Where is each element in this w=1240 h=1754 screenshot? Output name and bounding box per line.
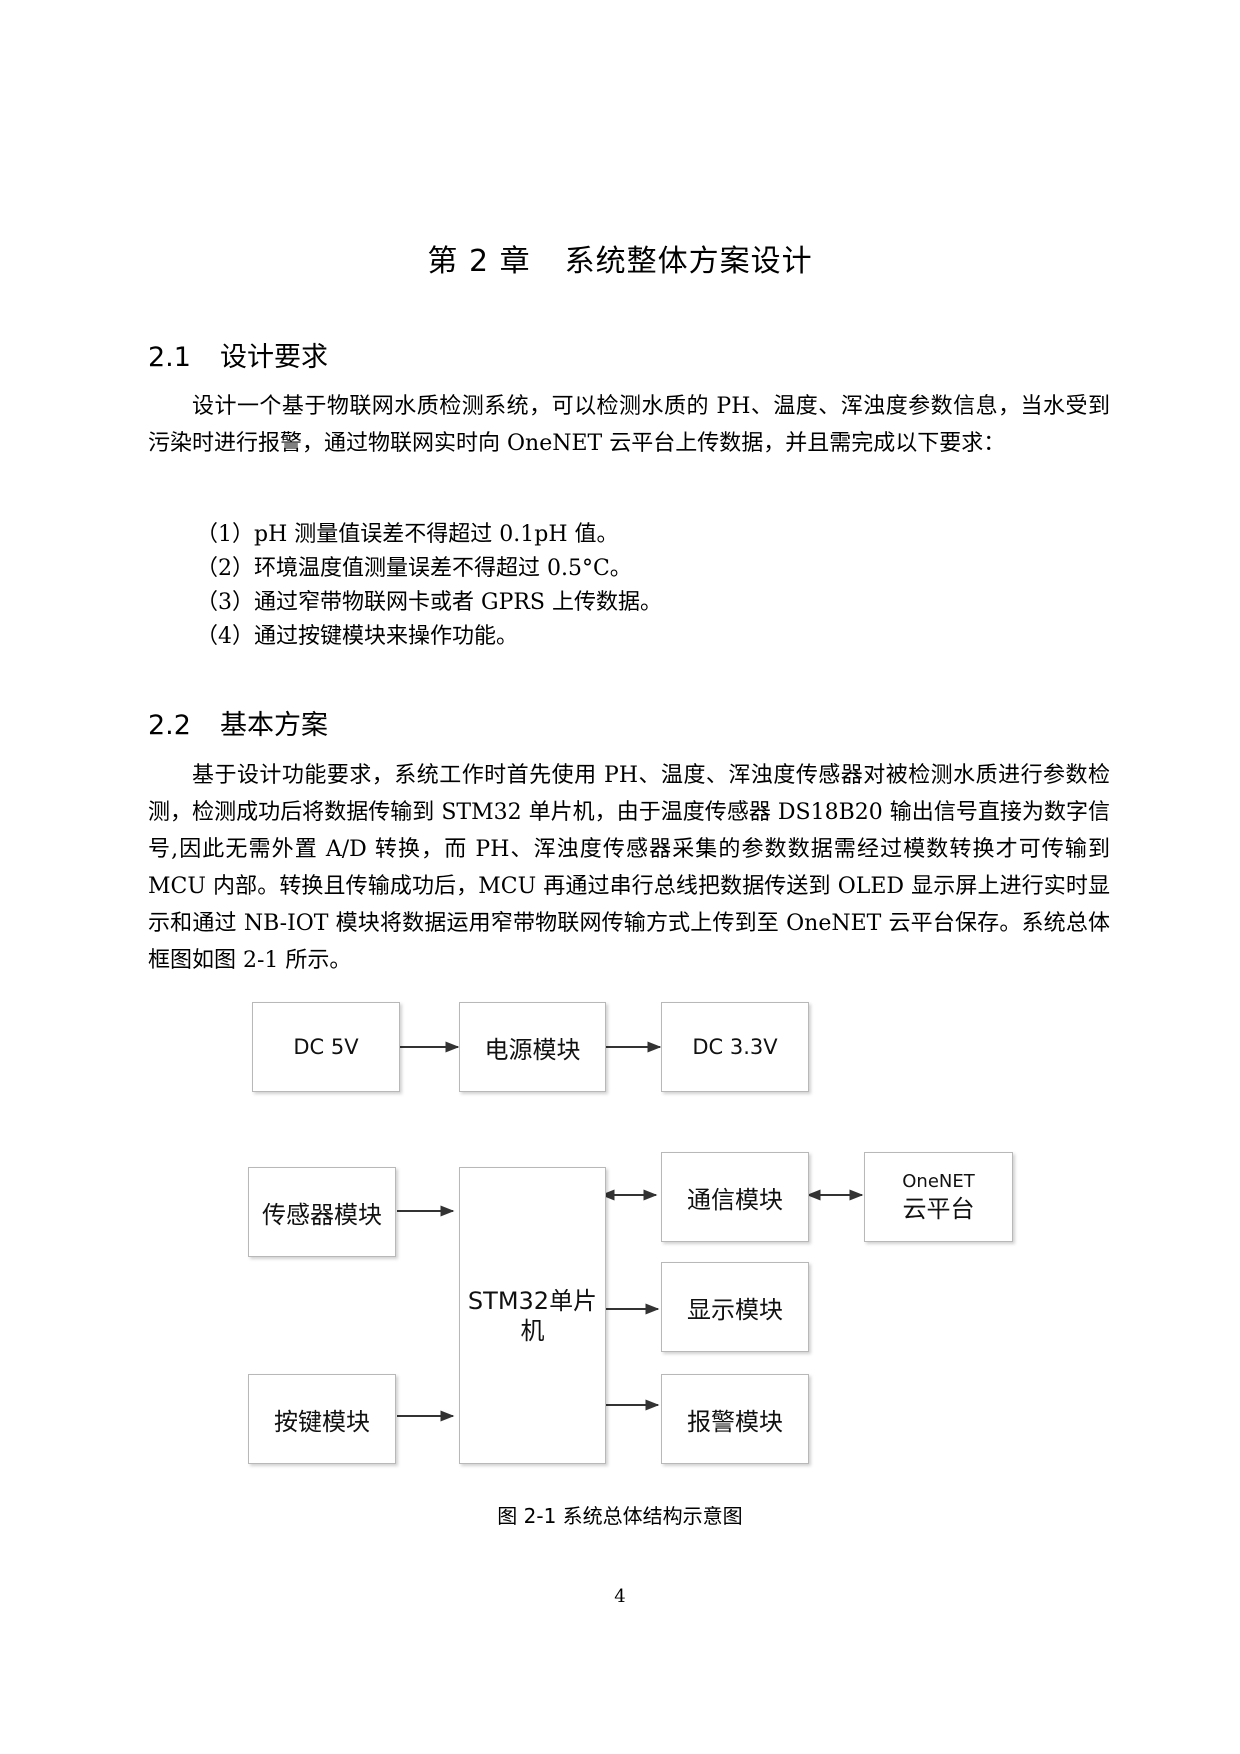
mcu-label-line2: 机	[520, 1316, 545, 1345]
requirement-item: （4）通过按键模块来操作功能。	[196, 624, 518, 649]
chapter-title: 第 2 章系统整体方案设计	[0, 236, 1240, 280]
cloud-label-line2: 云平台	[902, 1195, 975, 1223]
section-number: 2.2	[148, 710, 191, 741]
chapter-name: 系统整体方案设计	[564, 244, 813, 279]
section-heading-2-1: 2.1 设计要求	[148, 335, 328, 374]
requirement-item: （3）通过窄带物联网卡或者 GPRS 上传数据。	[196, 590, 662, 615]
display-module-box: 显示模块	[661, 1262, 809, 1352]
section-title: 基本方案	[220, 710, 328, 741]
power-module-box: 电源模块	[459, 1002, 606, 1092]
chapter-number: 第 2 章	[427, 244, 531, 279]
comm-module-box: 通信模块	[661, 1152, 809, 1242]
requirement-item: （1）pH 测量值误差不得超过 0.1pH 值。	[196, 522, 619, 547]
mcu-label-line1: STM32单片	[467, 1286, 598, 1315]
section-number: 2.1	[148, 342, 191, 373]
requirement-item: （2）环境温度值测量误差不得超过 0.5°C。	[196, 556, 632, 581]
section-heading-2-2: 2.2 基本方案	[148, 703, 328, 742]
section-2-paragraph: 基于设计功能要求，系统工作时首先使用 PH、温度、浑浊度传感器对被检测水质进行参…	[148, 763, 1111, 973]
figure-caption: 图 2-1 系统总体结构示意图	[497, 1504, 743, 1528]
page-number: 4	[614, 1586, 626, 1607]
dc5v-box: DC 5V	[252, 1002, 400, 1092]
sensor-module-box: 传感器模块	[248, 1167, 396, 1257]
section-title: 设计要求	[220, 342, 328, 373]
dc33v-box: DC 3.3V	[661, 1002, 809, 1092]
cloud-label-line1: OneNET	[902, 1171, 975, 1192]
alarm-module-box: 报警模块	[661, 1374, 809, 1464]
section-1-paragraph: 设计一个基于物联网水质检测系统，可以检测水质的 PH、温度、浑浊度参数信息，当水…	[148, 394, 1110, 456]
onenet-cloud-box: OneNET 云平台	[864, 1152, 1013, 1242]
mcu-box: STM32单片 机	[459, 1167, 606, 1464]
key-module-box: 按键模块	[248, 1374, 396, 1464]
